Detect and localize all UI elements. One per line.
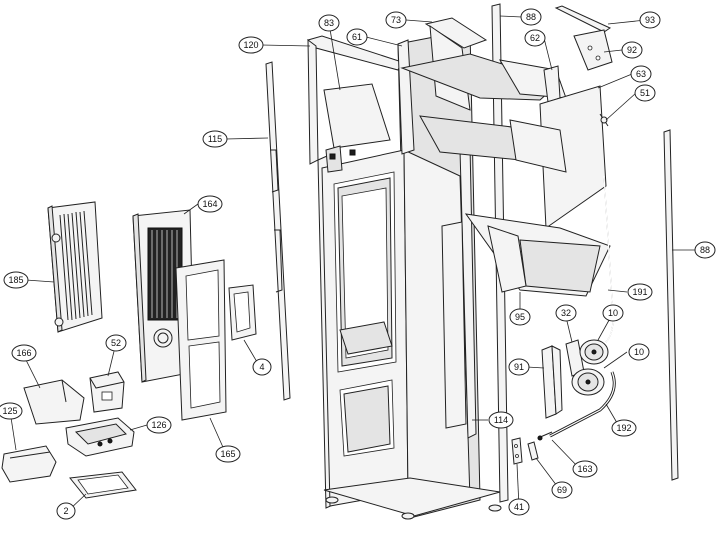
part-69-clip	[527, 441, 539, 461]
part-92-plate	[573, 29, 613, 71]
callout-192: 192	[611, 419, 637, 437]
callout-62: 62	[524, 29, 546, 47]
callout-73: 73	[385, 11, 407, 29]
part-191-tube	[603, 175, 614, 343]
svg-text:91: 91	[514, 362, 524, 372]
callout-51: 51	[634, 84, 656, 102]
svg-text:2: 2	[63, 506, 68, 516]
callout-69: 69	[551, 481, 573, 499]
svg-text:165: 165	[220, 449, 235, 459]
svg-text:93: 93	[645, 15, 655, 25]
svg-text:191: 191	[632, 287, 647, 297]
callout-166: 166	[11, 344, 37, 362]
part-41-plate	[511, 437, 523, 465]
callout-4: 4	[252, 358, 272, 376]
part-185-ribbed-panel	[47, 201, 103, 333]
svg-text:52: 52	[111, 338, 121, 348]
part-163-fitting	[537, 431, 553, 441]
svg-text:192: 192	[616, 423, 631, 433]
callout-114: 114	[488, 411, 514, 429]
svg-text:83: 83	[324, 18, 334, 28]
callout-165: 165	[215, 445, 241, 463]
leader-lines	[9, 15, 696, 512]
callout-83: 83	[318, 14, 340, 32]
part-126-burn-pot	[65, 417, 135, 457]
callout-185: 185	[3, 271, 29, 289]
callout-bubbles: 83 73 88 93 120 61 62 92 63 51 115 164 1…	[0, 8, 716, 520]
part-115-side-strip	[265, 61, 291, 401]
part-166-hopper-lid	[23, 379, 85, 425]
svg-text:51: 51	[640, 88, 650, 98]
callout-41: 41	[508, 498, 530, 516]
svg-text:88: 88	[526, 12, 536, 22]
part-192-tube	[549, 371, 616, 438]
svg-text:73: 73	[391, 15, 401, 25]
callout-88-right: 88	[694, 241, 716, 259]
upper-duct-assembly	[400, 17, 607, 229]
callout-95: 95	[509, 308, 531, 326]
svg-text:61: 61	[352, 32, 362, 42]
svg-text:88: 88	[700, 245, 710, 255]
svg-text:163: 163	[577, 464, 592, 474]
svg-text:62: 62	[530, 33, 540, 43]
part-91-bracket	[541, 345, 563, 419]
svg-text:185: 185	[8, 275, 23, 285]
callout-2: 2	[56, 502, 76, 520]
svg-text:95: 95	[515, 312, 525, 322]
callout-61: 61	[346, 28, 368, 46]
part-10-motor-upper	[579, 339, 609, 365]
svg-text:166: 166	[16, 348, 31, 358]
svg-text:92: 92	[627, 45, 637, 55]
part-165-frame-panel	[175, 259, 227, 421]
callout-163: 163	[572, 460, 598, 478]
svg-text:10: 10	[608, 308, 618, 318]
part-95-hopper	[464, 213, 611, 297]
part-2-plate	[69, 471, 137, 499]
part-52-small-box	[89, 371, 125, 413]
callout-88-top: 88	[520, 8, 542, 26]
callout-92: 92	[621, 41, 643, 59]
part-125-bracket	[1, 445, 57, 483]
svg-text:126: 126	[151, 420, 166, 430]
callout-191: 191	[627, 283, 653, 301]
part-10-motor-lower	[571, 368, 605, 396]
svg-text:69: 69	[557, 485, 567, 495]
svg-text:120: 120	[243, 40, 258, 50]
callout-164: 164	[197, 195, 223, 213]
callout-32: 32	[555, 304, 577, 322]
callout-126: 126	[146, 416, 172, 434]
svg-text:114: 114	[494, 415, 508, 425]
callout-125: 125	[0, 402, 23, 420]
svg-text:63: 63	[636, 69, 646, 79]
callout-10-upper: 10	[602, 304, 624, 322]
part-4-gasket	[228, 284, 257, 341]
svg-text:41: 41	[514, 502, 524, 512]
callout-52: 52	[105, 334, 127, 352]
callout-10-lower: 10	[628, 343, 650, 361]
svg-text:115: 115	[208, 134, 222, 144]
svg-text:32: 32	[561, 308, 571, 318]
svg-text:4: 4	[259, 362, 264, 372]
svg-text:164: 164	[202, 199, 217, 209]
callout-91: 91	[508, 358, 530, 376]
part-51-sensor	[599, 113, 609, 127]
part-88-right-strip	[663, 129, 679, 481]
svg-text:125: 125	[2, 406, 17, 416]
part-93-strip	[554, 5, 612, 33]
svg-text:10: 10	[634, 347, 644, 357]
callout-63: 63	[630, 65, 652, 83]
callout-115: 115	[202, 130, 228, 148]
callout-120: 120	[238, 36, 264, 54]
callout-93: 93	[639, 11, 661, 29]
